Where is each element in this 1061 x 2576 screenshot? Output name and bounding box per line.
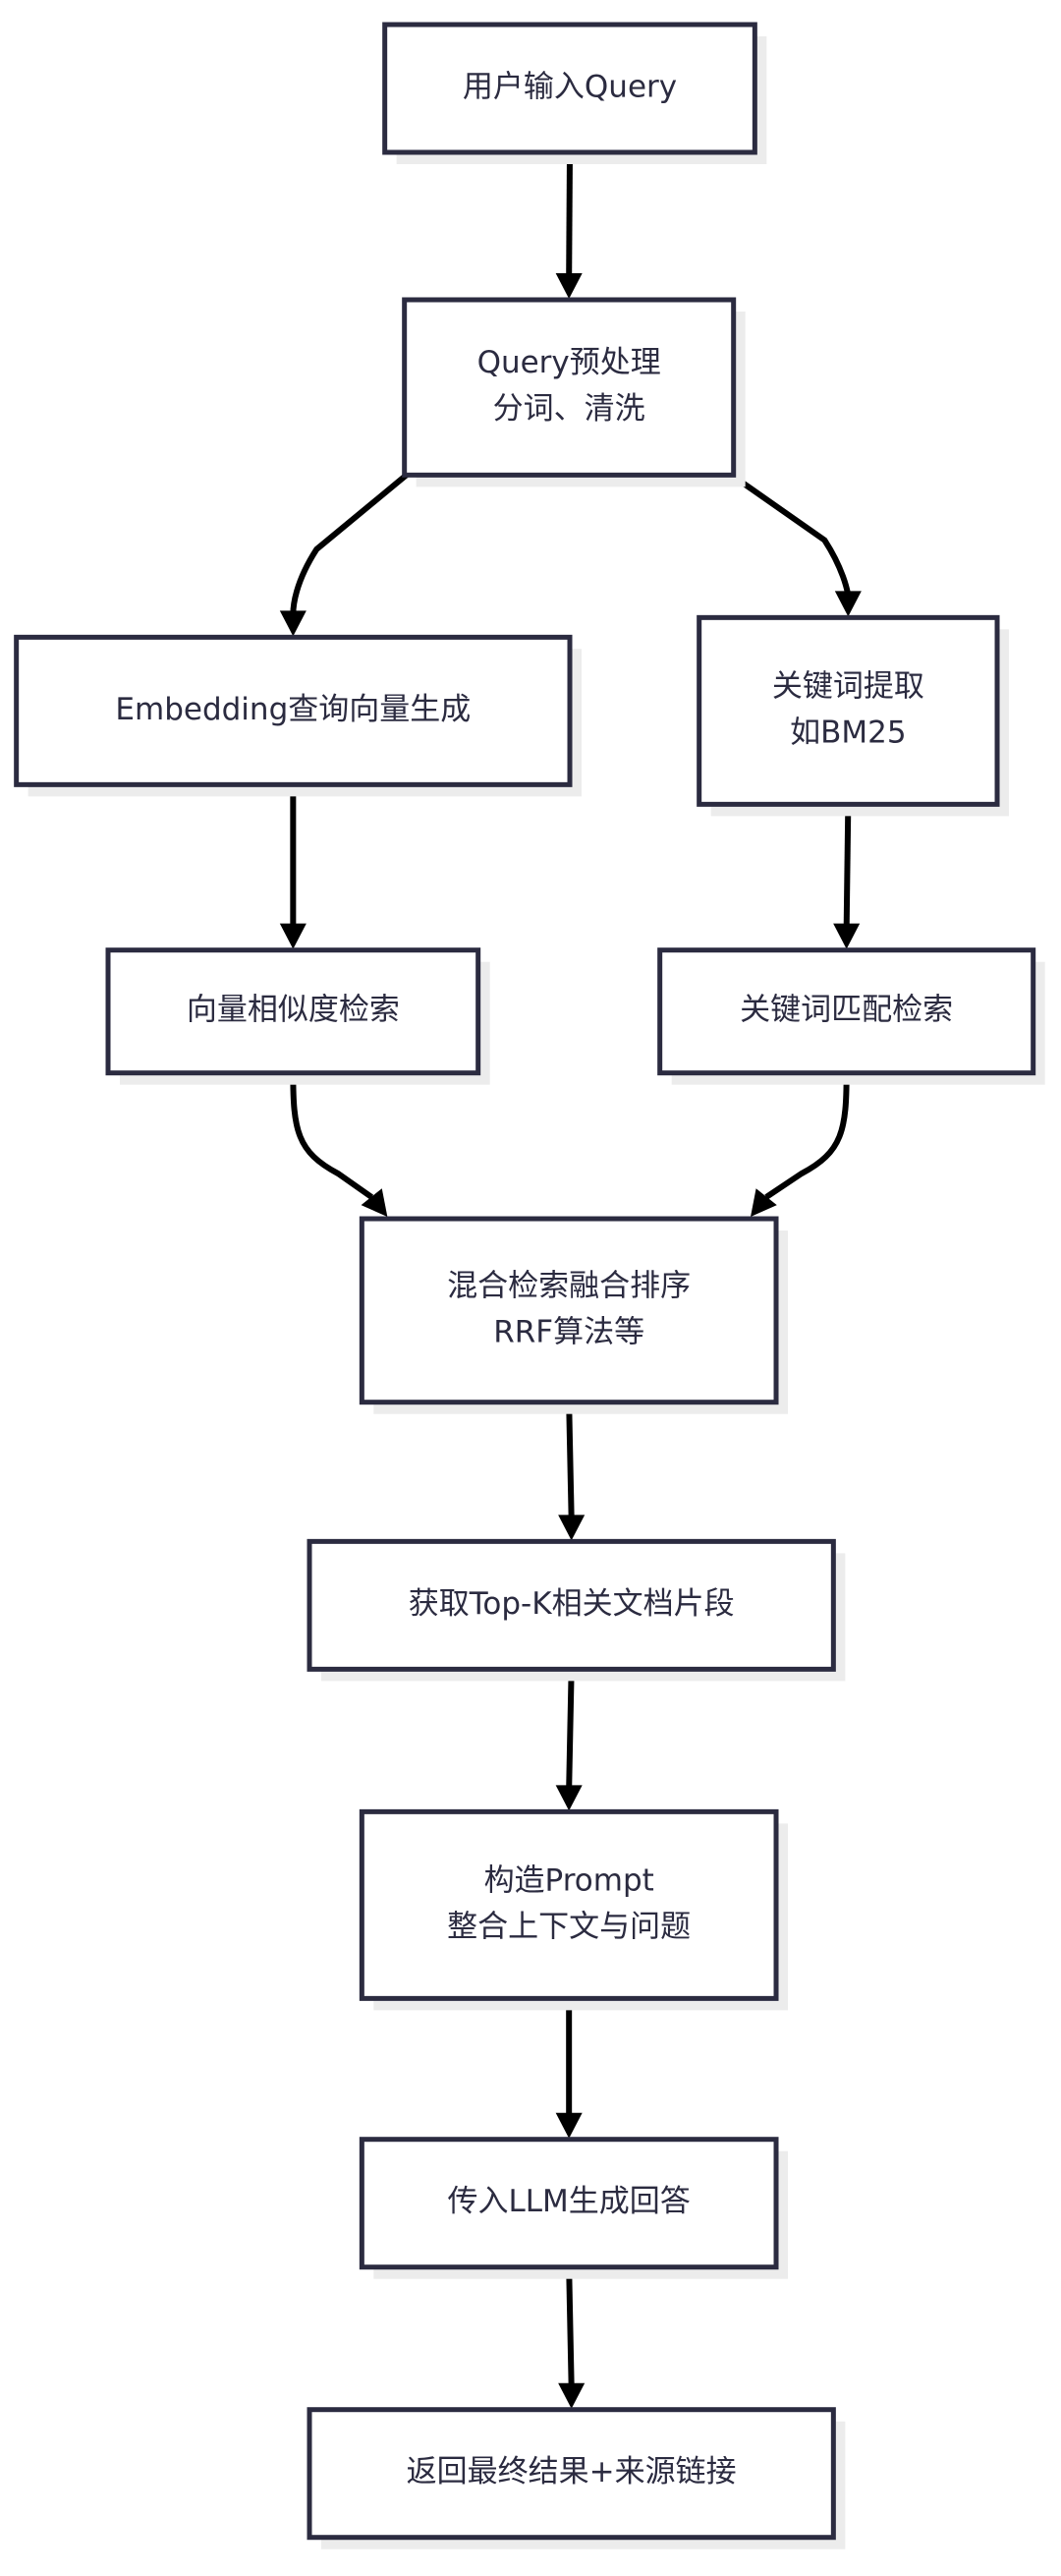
edge-llm-to-return <box>558 2266 586 2409</box>
edge-keyword-to-match-search-arrowhead-icon <box>833 923 861 949</box>
node-label: 混合检索融合排序 <box>447 1268 691 1303</box>
edge-keyword-to-match-search <box>833 804 861 949</box>
node-label: 传入LLM生成回答 <box>448 2184 691 2219</box>
edge-llm-to-return-line <box>566 2266 575 2387</box>
edge-prompt-to-llm-arrowhead-icon <box>555 2112 583 2139</box>
edge-topk-to-prompt-arrowhead-icon <box>555 1785 583 1811</box>
node-label: 关键词匹配检索 <box>740 993 953 1028</box>
node-label: 用户输入Query <box>463 70 677 105</box>
node-label: 关键词提取 <box>772 668 924 704</box>
node-box[interactable] <box>307 1538 836 1672</box>
node-embedding-query-vector[interactable]: Embedding查询向量生成 <box>14 634 583 797</box>
edge-match-search-to-fusion-arrowhead-icon <box>751 1188 777 1218</box>
edge-topk-to-prompt <box>555 1669 583 1811</box>
edge-match-search-to-fusion <box>751 1072 850 1218</box>
edge-preprocess-to-keyword-arrowhead-icon <box>834 591 862 617</box>
edge-vector-search-to-fusion-line <box>290 1072 374 1200</box>
edge-preprocess-to-keyword-line <box>729 472 852 599</box>
node-fetch-topk-chunks[interactable]: 获取Top-K相关文档片段 <box>307 1538 846 1682</box>
node-send-to-llm[interactable]: 传入LLM生成回答 <box>359 2137 789 2279</box>
node-box[interactable] <box>14 634 573 787</box>
node-box[interactable] <box>402 297 737 478</box>
edge-vector-search-to-fusion-arrowhead-icon <box>361 1188 388 1218</box>
node-user-input-query[interactable]: 用户输入Query <box>382 22 767 165</box>
node-box[interactable] <box>307 2407 836 2541</box>
edge-preprocess-to-embedding-arrowhead-icon <box>279 610 307 637</box>
node-label: RRF算法等 <box>493 1314 644 1349</box>
node-label: 如BM25 <box>790 715 906 750</box>
node-label: 向量相似度检索 <box>187 993 400 1028</box>
edge-preprocess-to-keyword <box>729 472 862 617</box>
node-vector-similarity-search[interactable]: 向量相似度检索 <box>105 947 490 1085</box>
node-box[interactable] <box>359 2137 779 2270</box>
node-box[interactable] <box>359 1216 779 1405</box>
edge-query-to-preprocess <box>555 151 583 300</box>
edge-fusion-to-topk-arrowhead-icon <box>558 1515 586 1541</box>
edge-preprocess-to-embedding-line <box>290 473 409 615</box>
node-box[interactable] <box>105 947 481 1076</box>
node-label: 构造Prompt <box>484 1862 654 1898</box>
edge-embedding-to-vector-search <box>279 784 307 949</box>
edges-layer <box>279 151 862 2409</box>
edge-vector-search-to-fusion <box>290 1072 388 1218</box>
nodes-layer: 用户输入QueryQuery预处理分词、清洗Embedding查询向量生成关键词… <box>14 22 1045 2549</box>
node-label: Query预处理 <box>477 345 661 380</box>
node-build-prompt[interactable]: 构造Prompt 整合上下文与问题 <box>359 1808 789 2011</box>
node-box[interactable] <box>657 947 1036 1076</box>
edge-embedding-to-vector-search-arrowhead-icon <box>279 923 307 949</box>
edge-query-to-preprocess-line <box>566 151 574 278</box>
node-label: 整合上下文与问题 <box>447 1909 691 1944</box>
node-label: Embedding查询向量生成 <box>115 692 471 727</box>
node-box[interactable] <box>359 1808 779 2001</box>
node-box[interactable] <box>382 22 757 155</box>
node-hybrid-fusion-rank[interactable]: 混合检索融合排序 RRF算法等 <box>359 1216 789 1414</box>
edge-prompt-to-llm <box>555 1998 583 2139</box>
edge-fusion-to-topk-line <box>566 1402 575 1519</box>
edge-match-search-to-fusion-line <box>764 1072 850 1200</box>
node-label: 分词、清洗 <box>493 391 645 427</box>
node-label: 返回最终结果+来源链接 <box>407 2454 737 2490</box>
edge-llm-to-return-arrowhead-icon <box>558 2382 586 2409</box>
edge-keyword-to-match-search-line <box>843 804 852 928</box>
node-box[interactable] <box>697 614 1000 807</box>
edge-fusion-to-topk <box>558 1402 586 1541</box>
edge-topk-to-prompt-line <box>566 1669 575 1790</box>
node-keyword-match-search[interactable]: 关键词匹配检索 <box>657 947 1045 1085</box>
node-label: 获取Top-K相关文档片段 <box>409 1586 735 1622</box>
edge-preprocess-to-embedding <box>279 473 409 637</box>
node-return-result-with-sources[interactable]: 返回最终结果+来源链接 <box>307 2407 846 2549</box>
edge-query-to-preprocess-arrowhead-icon <box>555 273 583 300</box>
